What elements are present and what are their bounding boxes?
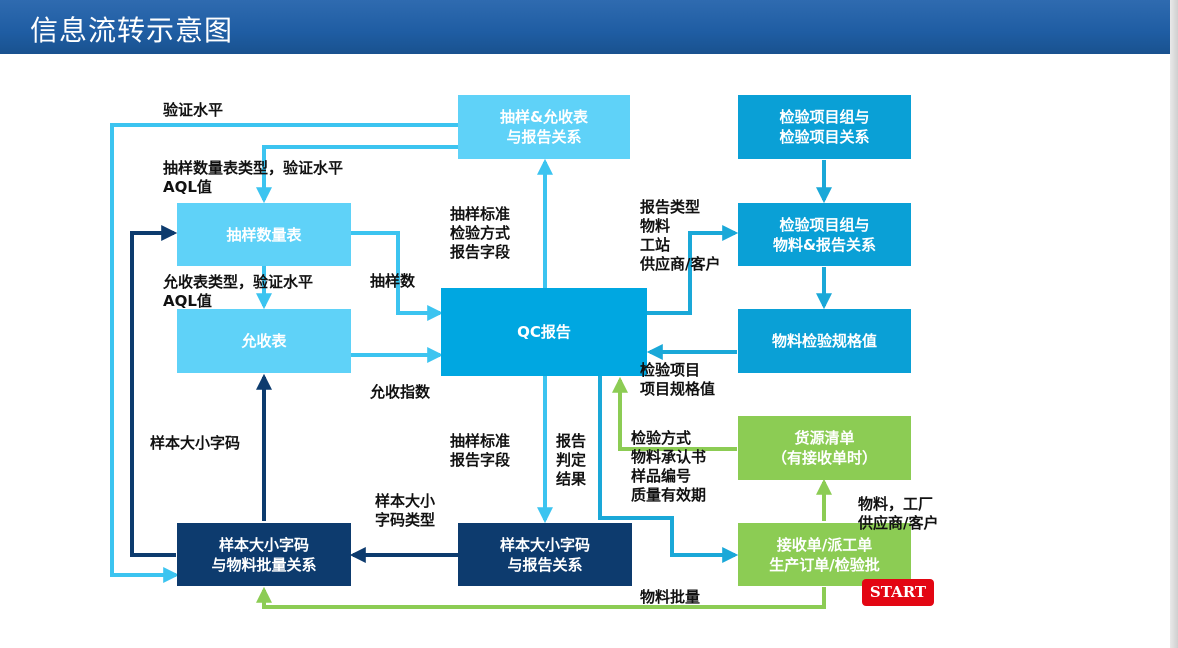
sampling-aql-table-box: 抽样&允收表 与报告关系 <box>458 95 630 159</box>
arrow-receipt-to-batch <box>256 586 826 609</box>
supply-list-box: 货源清单 （有接收单时） <box>738 416 911 480</box>
qc-report-box: QC报告 <box>441 288 647 376</box>
inspection-group-item-box: 检验项目组与 检验项目关系 <box>738 95 911 159</box>
material-spec-value-box: 物料检验规格值 <box>738 309 911 373</box>
label-material-batch: 物料批量 <box>640 588 701 606</box>
label-material-factory: 物料，工厂 供应商/客户 <box>858 495 939 532</box>
right-edge <box>1170 0 1178 648</box>
acceptance-table-box: 允收表 <box>177 309 351 373</box>
label-sampling-std-report: 抽样标准 报告字段 <box>450 432 511 469</box>
arrow-qc-to-receipt <box>598 375 739 563</box>
label-report-info: 报告类型 物料 工站 供应商/客户 <box>640 198 721 273</box>
arrow-sampling-to-qty <box>256 145 458 204</box>
label-verify-level: 验证水平 <box>163 101 224 119</box>
arrow-verify-to-batch <box>110 123 458 583</box>
sample-size-batch-box: 样本大小字码 与物料批量关系 <box>177 523 351 586</box>
label-report-judgement: 报告 判定 结果 <box>556 432 587 488</box>
arrow-batch-to-qty <box>130 225 178 557</box>
label-inspection-item-spec: 检验项目 项目规格值 <box>640 361 716 398</box>
label-sampling-count: 抽样数 <box>370 272 416 290</box>
page-title: 信息流转示意图 <box>30 14 234 47</box>
label-sampling-qty-type: 抽样数量表类型，验证水平 AQL值 <box>163 159 344 196</box>
sampling-qty-table-box: 抽样数量表 <box>177 203 351 266</box>
title-bar: 信息流转示意图 <box>0 0 1170 54</box>
label-sampling-std: 抽样标准 检验方式 报告字段 <box>450 205 511 261</box>
start-badge: START <box>862 579 934 606</box>
inspection-group-material-box: 检验项目组与 物料&报告关系 <box>738 203 911 266</box>
label-sample-size-code-type: 样本大小 字码类型 <box>375 492 436 529</box>
receipt-order-box: 接收单/派工单 生产订单/检验批 <box>738 523 911 586</box>
label-accept-index: 允收指数 <box>370 383 431 401</box>
label-inspection-method: 检验方式 物料承认书 样品编号 质量有效期 <box>631 429 707 504</box>
label-sample-size-code: 样本大小字码 <box>150 434 241 452</box>
arrow-qc-to-group-material <box>647 225 739 315</box>
arrow-supply-to-qc <box>612 376 737 451</box>
sample-size-report-box: 样本大小字码 与报告关系 <box>458 523 632 586</box>
label-accept-type: 允收表类型，验证水平 AQL值 <box>163 273 314 310</box>
arrow-qty-to-qc <box>350 231 444 321</box>
